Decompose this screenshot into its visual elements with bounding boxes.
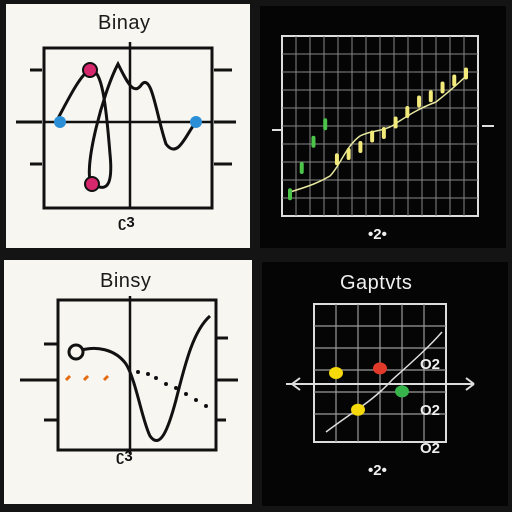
data-marker [54, 116, 66, 128]
data-mark [417, 95, 422, 108]
data-mark [311, 135, 316, 148]
chart-title: Binsy [100, 270, 152, 292]
series-line [289, 75, 467, 193]
chart-caption: ʗ3 [118, 214, 135, 231]
series-marks [329, 362, 409, 416]
trend-line [325, 331, 443, 433]
data-mark [393, 116, 398, 129]
chart-caption: •2• [368, 462, 387, 479]
chart-caption: ʗ3 [116, 448, 133, 465]
row-label: O2 [420, 440, 441, 457]
plot-frame [56, 298, 218, 452]
orange-dashes [64, 374, 110, 382]
data-marker [190, 116, 202, 128]
data-point [351, 403, 365, 416]
data-mark [358, 141, 363, 153]
chart-panel-binary-2: Binsy ʗ3 [4, 260, 252, 504]
dotted-trend [136, 370, 208, 408]
chart-plot-2 [272, 35, 494, 217]
data-point [329, 367, 343, 379]
chart-title: Gaptvts [340, 272, 413, 294]
chart-title: Binay [98, 12, 151, 34]
chart-panel-binary-1: Binay ʗ3 [6, 4, 250, 248]
chart-panel-graphs: Gaptvts O2 O2 O2 •2• [262, 262, 508, 506]
data-mark [452, 74, 457, 87]
data-point [373, 362, 387, 375]
chart-caption: •2• [368, 226, 387, 243]
arrow-right-icon [465, 377, 475, 391]
arrow-left-icon [291, 377, 301, 391]
data-mark [299, 162, 304, 174]
series-line [54, 60, 198, 189]
row-label: O2 [420, 356, 441, 373]
data-mark [323, 118, 328, 131]
chart-plot-1 [16, 42, 236, 210]
plot-frame [42, 46, 214, 210]
chart-plot-3 [20, 296, 238, 454]
series-line [75, 314, 212, 443]
data-mark [370, 130, 375, 143]
data-marker [82, 62, 98, 78]
data-mark [405, 106, 410, 118]
data-marker [84, 176, 100, 192]
row-label: O2 [420, 402, 441, 419]
data-mark [464, 67, 468, 80]
series-marks [288, 67, 468, 201]
data-mark [381, 127, 386, 139]
data-mark [288, 188, 292, 201]
data-marker [67, 343, 85, 361]
data-mark [440, 81, 445, 94]
data-mark [428, 90, 433, 103]
chart-panel-growth: •2• [260, 6, 506, 248]
data-mark [346, 148, 351, 160]
chart-plot-4 [286, 303, 475, 443]
grid-lines [282, 36, 478, 216]
data-mark [334, 153, 339, 166]
data-point [395, 385, 409, 398]
